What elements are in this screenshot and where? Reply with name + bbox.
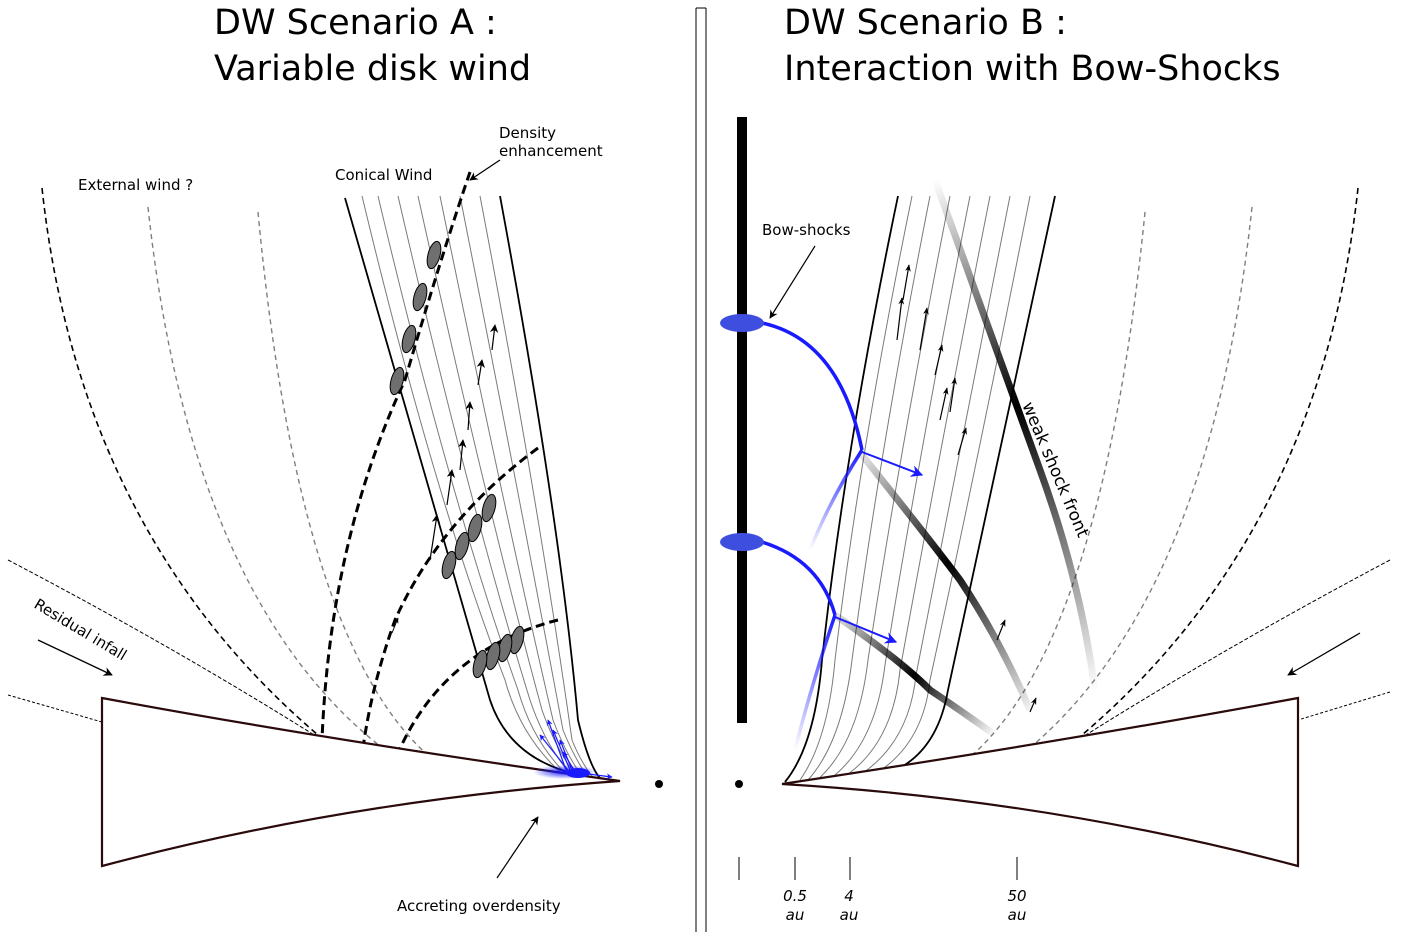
- blue-ejection-arrows: [539, 719, 613, 780]
- scale-ticks: [738, 857, 1018, 880]
- bow-shock-knot-upper: [720, 314, 764, 332]
- density-enhancement-arrow: [469, 159, 501, 181]
- label-bow-shocks: Bow-shocks: [762, 221, 851, 239]
- label-external-wind: External wind ?: [78, 176, 193, 194]
- wind-b-streamlines: [799, 195, 1031, 784]
- infall-line-upper: [7, 559, 331, 746]
- envelope-b-gray-2: [959, 211, 1146, 766]
- wind-b-flow-arrows: [896, 264, 1037, 713]
- envelope-gray-1: [147, 206, 386, 751]
- star-b: [735, 780, 743, 788]
- conical-wind-inner-boundary: [344, 197, 581, 776]
- panel-divider: [695, 7, 707, 932]
- wind-b-inner-boundary: [784, 195, 899, 783]
- disk-a: [100, 696, 621, 868]
- bow-shock-upper-tail: [808, 449, 864, 551]
- jet-axis: [737, 117, 747, 723]
- panel-b-title-line2: Interaction with Bow-Shocks: [784, 49, 1281, 89]
- conical-wind-outer-boundary: [499, 195, 603, 781]
- envelope-gray-2: [257, 211, 441, 766]
- wind-b-outer-boundary: [871, 195, 1056, 779]
- density-enhancement-lines: [320, 171, 559, 761]
- label-residual-infall: Residual infall: [31, 595, 130, 664]
- scale-tick-50-unit: au: [1008, 906, 1027, 924]
- scale-tick-4-unit: au: [840, 906, 859, 924]
- bow-shock-lower-arrow: [834, 616, 898, 644]
- weak-shock-front-lower: [833, 612, 998, 738]
- accreting-overdensity-arrow: [496, 816, 539, 879]
- external-wind-outer-envelope: [41, 187, 331, 746]
- bow-shock-lower-curve: [761, 540, 837, 616]
- label-conical-wind: Conical Wind: [335, 166, 432, 184]
- label-density-line1: Density: [499, 124, 556, 142]
- scale-tick-0-5-unit: au: [786, 906, 805, 924]
- bow-shock-upper-arrow: [861, 451, 924, 477]
- wind-flow-arrows: [429, 324, 499, 561]
- label-accreting-overdensity: Accreting overdensity: [397, 897, 561, 915]
- scale-tick-4-value: 4: [844, 887, 854, 905]
- infall-b-arrow: [1287, 632, 1361, 676]
- infall-b-upper: [1069, 559, 1391, 746]
- infall-line-lower: [7, 694, 103, 723]
- bow-shocks-label-arrow: [769, 245, 816, 319]
- bow-shock-knot-lower: [720, 533, 764, 551]
- bow-shock-upper-curve: [761, 321, 864, 451]
- label-density-line2: enhancement: [499, 142, 603, 160]
- envelope-b-outer: [1069, 187, 1359, 746]
- density-blobs: [389, 240, 525, 679]
- weak-shock-front-outer: [931, 178, 1099, 691]
- disk-b: [781, 696, 1300, 868]
- panel-a-title-line1: DW Scenario A :: [214, 3, 497, 43]
- scale-tick-50-value: 50: [1007, 887, 1026, 905]
- bow-shock-lower-tail: [793, 614, 837, 751]
- envelope-b-gray-1: [1024, 206, 1253, 753]
- star-a: [655, 780, 663, 788]
- scale-tick-0-5-value: 0.5: [783, 887, 807, 905]
- panel-a-diagram: External wind ? Conical Wind Density enh…: [7, 124, 663, 915]
- panel-a-title-line2: Variable disk wind: [214, 49, 532, 89]
- conical-wind-streamlines: [361, 195, 597, 782]
- residual-infall-arrow: [37, 639, 113, 676]
- panel-b-diagram: 0.5 au 4 au 50 au Bow-shocks weak shock …: [720, 117, 1391, 924]
- infall-b-lower: [1297, 691, 1391, 721]
- small-arrow-envelope: [391, 617, 399, 634]
- panel-b-title-line1: DW Scenario B :: [784, 3, 1067, 43]
- weak-shock-front-mid: [859, 452, 1034, 712]
